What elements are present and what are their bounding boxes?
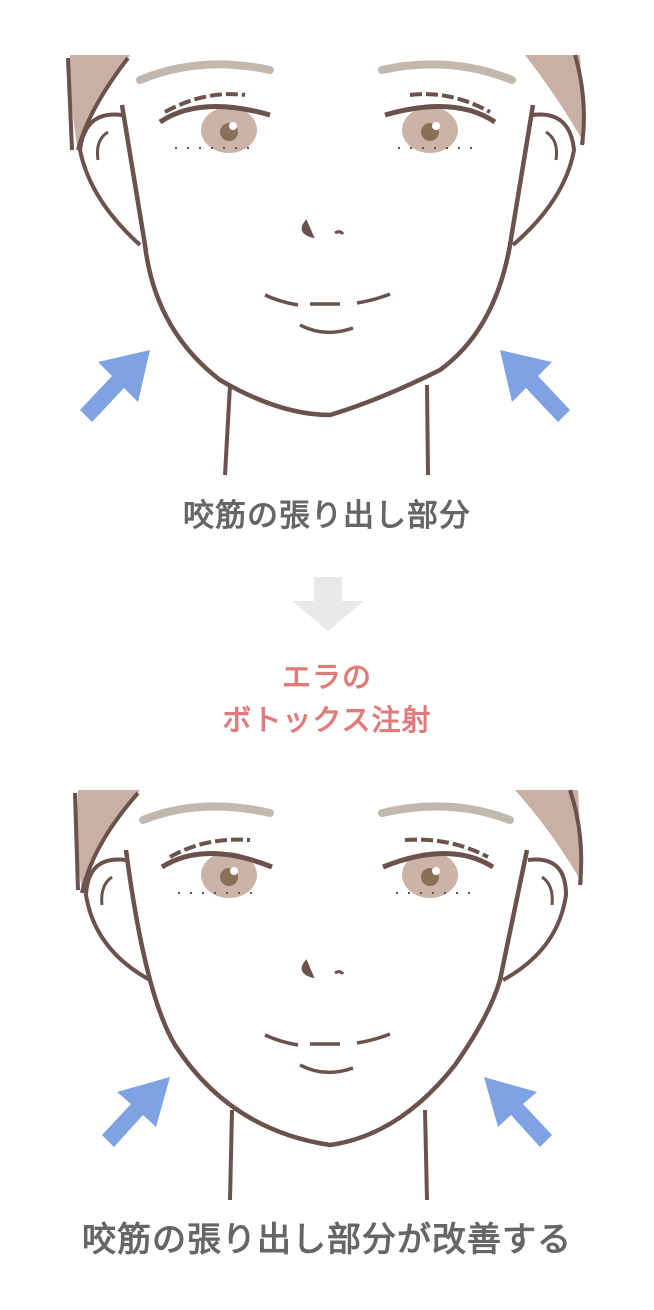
ear-right (502, 857, 569, 982)
ear-right (511, 112, 577, 247)
nose (301, 219, 315, 239)
face-illustration-before (0, 40, 654, 480)
eyebrow-left (139, 802, 274, 824)
ear-left (83, 857, 151, 982)
diagonal-arrow-icon-right (484, 1077, 552, 1147)
eyebrow-right (378, 60, 516, 84)
face-outline (123, 849, 530, 1148)
hair-right (525, 55, 585, 145)
face-illustration-after (0, 775, 654, 1205)
ear-left (77, 112, 142, 247)
caption-after: 咬筋の張り出し部分が改善する (82, 1220, 572, 1260)
treatment-label-line2: ボトックス注射 (222, 703, 432, 737)
face-after-svg (73, 789, 584, 1201)
eye-right (382, 837, 495, 898)
diagonal-arrow-icon-right (500, 350, 570, 422)
mouth (264, 293, 299, 307)
hair-right (515, 790, 583, 885)
diagonal-arrow-icon-left (80, 350, 150, 422)
eye-left (158, 92, 271, 153)
eyebrow-right (378, 802, 514, 824)
hair-left (77, 790, 140, 893)
face-outline (119, 104, 536, 418)
eyebrow-left (136, 60, 274, 84)
eye-right (384, 92, 497, 153)
down-arrow-icon (292, 577, 364, 631)
diagonal-arrow-icon-left (102, 1077, 170, 1147)
face-before-svg (66, 54, 586, 476)
caption-before: 咬筋の張り出し部分 (183, 498, 471, 534)
nose (301, 959, 315, 979)
treatment-label-line1: エラの (281, 660, 372, 694)
eye-left (160, 837, 273, 898)
mouth (264, 1033, 299, 1047)
